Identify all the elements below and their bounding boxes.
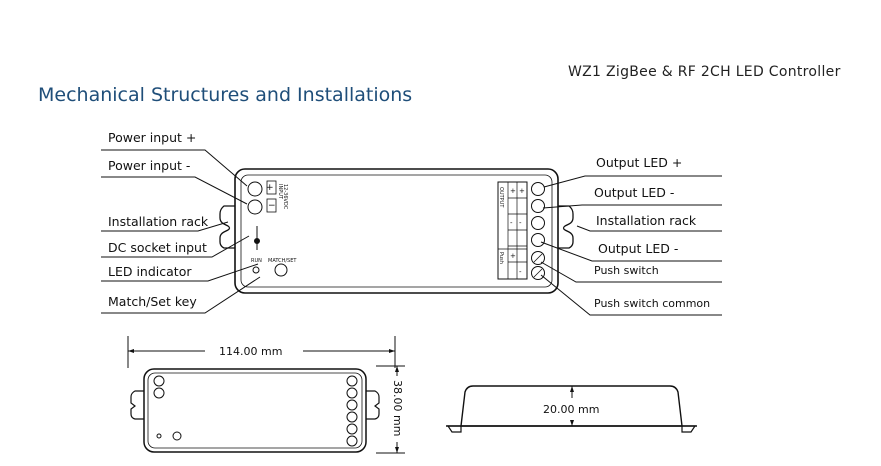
label-output-led-minus-2: Output LED - <box>598 241 679 256</box>
terminal-sign-1: + <box>510 187 516 195</box>
input-plus-mark: + <box>266 183 274 193</box>
width-dimension <box>127 336 396 368</box>
terminal-sign-2: + <box>519 187 525 195</box>
height-dimension-label: 20.00 mm <box>543 403 599 416</box>
match-set-label: MATCH/SET <box>268 258 297 264</box>
device-small-view <box>130 368 380 453</box>
input-voltage-label: 12-36VDC <box>282 184 288 210</box>
device-top-view <box>219 168 574 294</box>
input-label: INPUT <box>277 184 283 200</box>
label-installation-rack-right: Installation rack <box>596 213 697 228</box>
terminal-sign-6: - <box>519 268 522 276</box>
terminal-sign-4: - <box>519 219 522 227</box>
product-title: WZ1 ZigBee & RF 2CH LED Controller <box>568 64 841 80</box>
label-power-input-minus: Power input - <box>108 158 191 173</box>
terminal-sign-5: + <box>510 252 516 260</box>
dimension-arrowheads <box>128 349 574 453</box>
label-installation-rack-left: Installation rack <box>108 214 209 229</box>
label-power-input-plus: Power input + <box>108 130 197 145</box>
depth-dimension-label: 38.00 mm <box>391 380 404 436</box>
label-led-indicator: LED indicator <box>108 264 192 279</box>
width-dimension-label: 114.00 mm <box>219 345 282 358</box>
label-push-switch-common: Push switch common <box>594 297 711 310</box>
label-dc-socket-input: DC socket input <box>108 240 207 255</box>
push-label: Push <box>498 252 504 264</box>
input-minus-mark: − <box>268 201 276 211</box>
section-title: Mechanical Structures and Installations <box>38 84 413 106</box>
label-match-set-key: Match/Set key <box>108 294 197 309</box>
terminal-sign-3: - <box>510 219 513 227</box>
leader-lines-left <box>101 149 261 314</box>
label-output-led-plus: Output LED + <box>596 155 683 170</box>
leader-lines-right <box>540 175 722 316</box>
output-label: OUTPUT <box>498 187 504 208</box>
label-output-led-minus-1: Output LED - <box>594 185 675 200</box>
label-push-switch: Push switch <box>594 264 659 277</box>
run-label: RUN <box>251 258 262 264</box>
